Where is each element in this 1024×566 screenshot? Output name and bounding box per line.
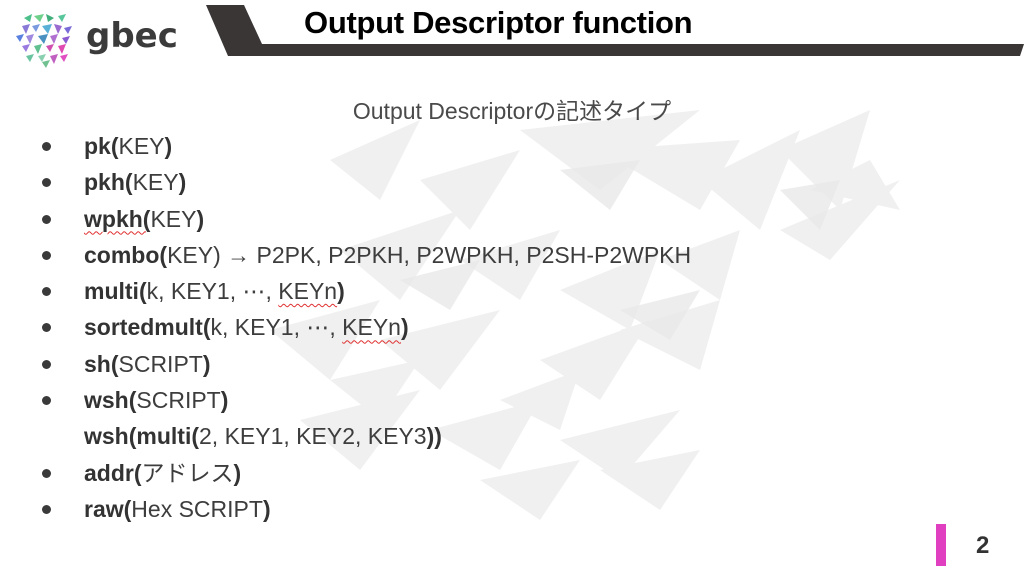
bullet-icon (42, 323, 51, 333)
list-item: raw(Hex SCRIPT) (38, 491, 691, 527)
bullet-icon (42, 142, 51, 151)
list-item: wpkh(KEY) (38, 201, 691, 237)
slide-header: gbec Output Descriptor function (0, 0, 1024, 70)
function-args: Hex SCRIPT (131, 495, 263, 522)
bullet-icon (42, 468, 51, 478)
list-item: combo(KEY) → P2PK, P2PKH, P2WPKH, P2SH-P… (38, 237, 691, 273)
descriptor-list: pk(KEY) pkh(KEY) wpkh(KEY) combo(KEY) → … (38, 128, 691, 527)
function-args: KEY) → P2PK, P2PKH, P2WPKH, P2SH-P2WPKH (167, 241, 692, 268)
function-args: k, KEY1, ⋯, (146, 278, 279, 305)
bullet-icon (42, 178, 51, 188)
function-name: wsh(multi( (84, 423, 199, 450)
gbec-logo: gbec (14, 12, 190, 68)
slide-subtitle: Output Descriptorの記述タイプ (0, 92, 1024, 126)
function-args: SCRIPT (136, 387, 221, 414)
list-item: wsh(SCRIPT) (38, 382, 691, 418)
function-name: sh( (84, 350, 119, 377)
function-args: 2, KEY1, KEY2, KEY3 (199, 423, 427, 450)
bullet-icon (42, 287, 51, 297)
bullet-icon (42, 359, 51, 369)
function-name: pkh( (84, 169, 133, 196)
function-args-keyn: KEYn (342, 314, 401, 341)
logo-cube-icon (16, 14, 72, 68)
subtitle-text: Output Descriptorの記述タイプ (352, 98, 672, 124)
list-item: sortedmult(k, KEY1, ⋯, KEYn) (38, 309, 691, 345)
function-name: multi( (84, 278, 147, 305)
function-args: KEY (118, 133, 165, 159)
list-item: multi(k, KEY1, ⋯, KEYn) (38, 273, 691, 309)
bullet-icon (42, 250, 51, 260)
function-args: アドレス (141, 459, 234, 486)
function-args: KEY (150, 205, 197, 232)
function-args: KEY (132, 169, 179, 196)
function-name: wpkh( (84, 205, 151, 232)
page-number: 2 (976, 532, 990, 559)
list-item-continuation: wsh(multi(2, KEY1, KEY2, KEY3)) (38, 418, 691, 454)
function-name: addr( (84, 459, 142, 486)
bullet-icon (42, 396, 51, 406)
title-band (206, 5, 1024, 56)
function-close: ) (164, 133, 173, 159)
page-title: Output Descriptor function (304, 5, 693, 40)
function-close: ) (337, 278, 345, 305)
function-close: ) (196, 205, 205, 232)
function-close: )) (426, 423, 442, 450)
function-name: wsh( (84, 387, 137, 414)
list-item: pkh(KEY) (38, 164, 691, 200)
function-name: raw( (84, 495, 132, 522)
list-item: pk(KEY) (38, 128, 691, 164)
function-args-keyn: KEYn (278, 278, 338, 305)
bullet-icon (42, 214, 51, 224)
list-item: addr(アドレス) (38, 455, 691, 491)
function-args: k, KEY1, ⋯, (210, 314, 343, 341)
list-item: sh(SCRIPT) (38, 346, 691, 382)
function-close: ) (262, 495, 271, 522)
function-close: ) (400, 314, 409, 341)
function-close: ) (202, 350, 211, 377)
function-close: ) (220, 387, 229, 414)
logo-text: gbec (86, 16, 178, 56)
function-name: sortedmult( (84, 314, 211, 341)
function-args: SCRIPT (118, 350, 203, 377)
function-name: combo( (84, 241, 168, 268)
function-name: pk( (84, 133, 119, 159)
function-close: ) (233, 459, 242, 486)
page-number-accent-bar (936, 524, 946, 566)
function-close: ) (178, 169, 187, 196)
bullet-icon (42, 504, 51, 514)
